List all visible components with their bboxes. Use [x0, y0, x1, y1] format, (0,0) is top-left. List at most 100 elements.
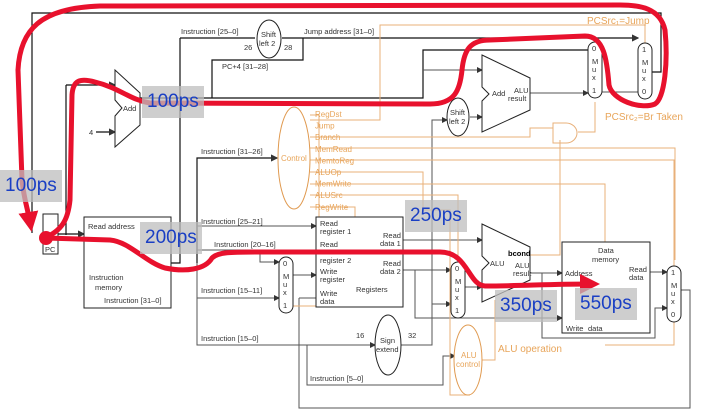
- latency-label-imem: 200ps: [140, 222, 202, 254]
- mux-label: M: [671, 281, 677, 290]
- sign-extend: [374, 314, 402, 376]
- alu-label: ALU: [490, 259, 505, 268]
- wire-instr-25-21: Instruction [25–21]: [201, 217, 263, 226]
- sign-extend-out: 32: [408, 331, 416, 340]
- alu-result-label2: result: [513, 269, 532, 278]
- latency-label-pc-loop: 100ps: [0, 170, 62, 202]
- const-four: 4: [89, 128, 93, 137]
- imem-read-address: Read address: [88, 222, 135, 231]
- reg-rd1b: data 1: [380, 239, 401, 248]
- bcond-label: bcond: [508, 249, 531, 258]
- reg-rd2: Read: [383, 259, 401, 268]
- mux-label: 1: [592, 86, 596, 95]
- reg-rr2: Read: [320, 240, 338, 249]
- wire-pc4: PC+4 [31–28]: [222, 62, 268, 71]
- mux-label: 1: [671, 268, 675, 277]
- registers-title: Registers: [356, 285, 388, 294]
- shift-branch-l2: left 2: [449, 117, 465, 126]
- shift-jump-out: 28: [284, 43, 292, 52]
- mux-label: x: [455, 293, 459, 302]
- register-file: [315, 216, 404, 308]
- dmem-read: Read: [629, 265, 647, 274]
- mux-label: 0: [283, 259, 287, 268]
- dmem-address: Address: [565, 269, 593, 278]
- pc-adder-label: Add: [123, 104, 136, 113]
- wire-instr-20-16: Instruction [20–16]: [214, 240, 276, 249]
- mux-label: u: [283, 280, 287, 289]
- pc-label: PC: [45, 245, 56, 254]
- control-signal-memwrite: MemWrite: [315, 180, 352, 189]
- shift-jump-in: 26: [244, 43, 252, 52]
- latency-label-dmem: 550ps: [575, 288, 637, 320]
- reg-rr2b: register 2: [320, 256, 351, 265]
- reg-rd2b: data 2: [380, 267, 401, 276]
- reg-rr1b: register 1: [320, 227, 351, 236]
- mux-label: M: [283, 272, 289, 281]
- mux-label: u: [671, 289, 675, 298]
- wire-instr-25-0: Instruction [25–0]: [181, 27, 239, 36]
- sign-extend-in: 16: [356, 331, 364, 340]
- mux-label: 1: [642, 45, 646, 54]
- mux-label: 0: [642, 87, 646, 96]
- alu-control-l2: control: [456, 360, 480, 369]
- alu-operation-label: ALU operation: [498, 344, 562, 355]
- wire-instr-15-11: Instruction [15–11]: [201, 286, 262, 295]
- mux-label: x: [283, 288, 287, 297]
- dmem-read2: data: [629, 273, 644, 282]
- critical-path-loop: [15, 2, 669, 241]
- wire-instr-5-0: Instruction [5–0]: [310, 374, 363, 383]
- control-unit: [277, 106, 311, 210]
- latency-label-alu: 350ps: [495, 290, 557, 322]
- wire-jump-address: Jump address [31–0]: [304, 27, 374, 36]
- mux-label: 0: [592, 44, 596, 53]
- mux-label: u: [592, 65, 596, 74]
- pcsrc2-label: PCSrc₂=Br Taken: [605, 112, 683, 123]
- control-signal-labels: RegDstJumpBranchMemReadMemtoRegALUOpMemW…: [315, 110, 354, 212]
- mux-label: 0: [671, 310, 675, 319]
- imem-title2: memory: [95, 283, 122, 292]
- branch-adder: [481, 54, 531, 133]
- control-signal-aluop: ALUOp: [315, 168, 342, 177]
- imem-title: Instruction: [89, 273, 124, 282]
- and-gate: [552, 122, 578, 144]
- shift-jump-l2: left 2: [259, 39, 275, 48]
- mux-label: u: [455, 285, 459, 294]
- dmem-write: Write: [566, 324, 583, 333]
- mux-label: 1: [283, 301, 287, 310]
- mux-label: x: [592, 73, 596, 82]
- pcsrc1-label: PCSrc₁=Jump: [587, 16, 650, 27]
- reg-wrb: register: [320, 275, 346, 284]
- mux-label: M: [455, 277, 461, 286]
- wire-instr-31-26: Instruction [31–26]: [201, 147, 263, 156]
- control-signal-alusrc: ALUSrc: [315, 191, 343, 200]
- latency-label-regs: 250ps: [405, 200, 467, 232]
- alu-result-label: ALU: [515, 261, 530, 270]
- control-label: Control: [281, 154, 307, 163]
- control-signal-regdst: RegDst: [315, 110, 342, 119]
- mux-label: x: [671, 297, 675, 306]
- dmem-title2: memory: [592, 255, 619, 264]
- wire-instr-15-0: Instruction [15–0]: [201, 334, 259, 343]
- mux-label: M: [642, 58, 648, 67]
- branch-adder-label: Add: [492, 89, 505, 98]
- alu-control: [453, 324, 483, 396]
- mux-label: 1: [455, 306, 459, 315]
- control-signal-memread: MemRead: [315, 145, 352, 154]
- control-signal-jump: Jump: [315, 122, 335, 131]
- shift-left-jump: [256, 19, 282, 59]
- sign-extend-l2: extend: [376, 345, 399, 354]
- control-signal-memtoreg: MemtoReg: [315, 156, 354, 165]
- mux-label: 0: [455, 264, 459, 273]
- reg-wr: Write: [320, 267, 337, 276]
- reg-rr1: Read: [320, 219, 338, 228]
- control-signal-regwrite: RegWrite: [315, 203, 349, 212]
- sign-extend-l1: Sign: [380, 336, 395, 345]
- dmem-title: Data: [598, 246, 615, 255]
- control-signal-branch: Branch: [315, 133, 340, 142]
